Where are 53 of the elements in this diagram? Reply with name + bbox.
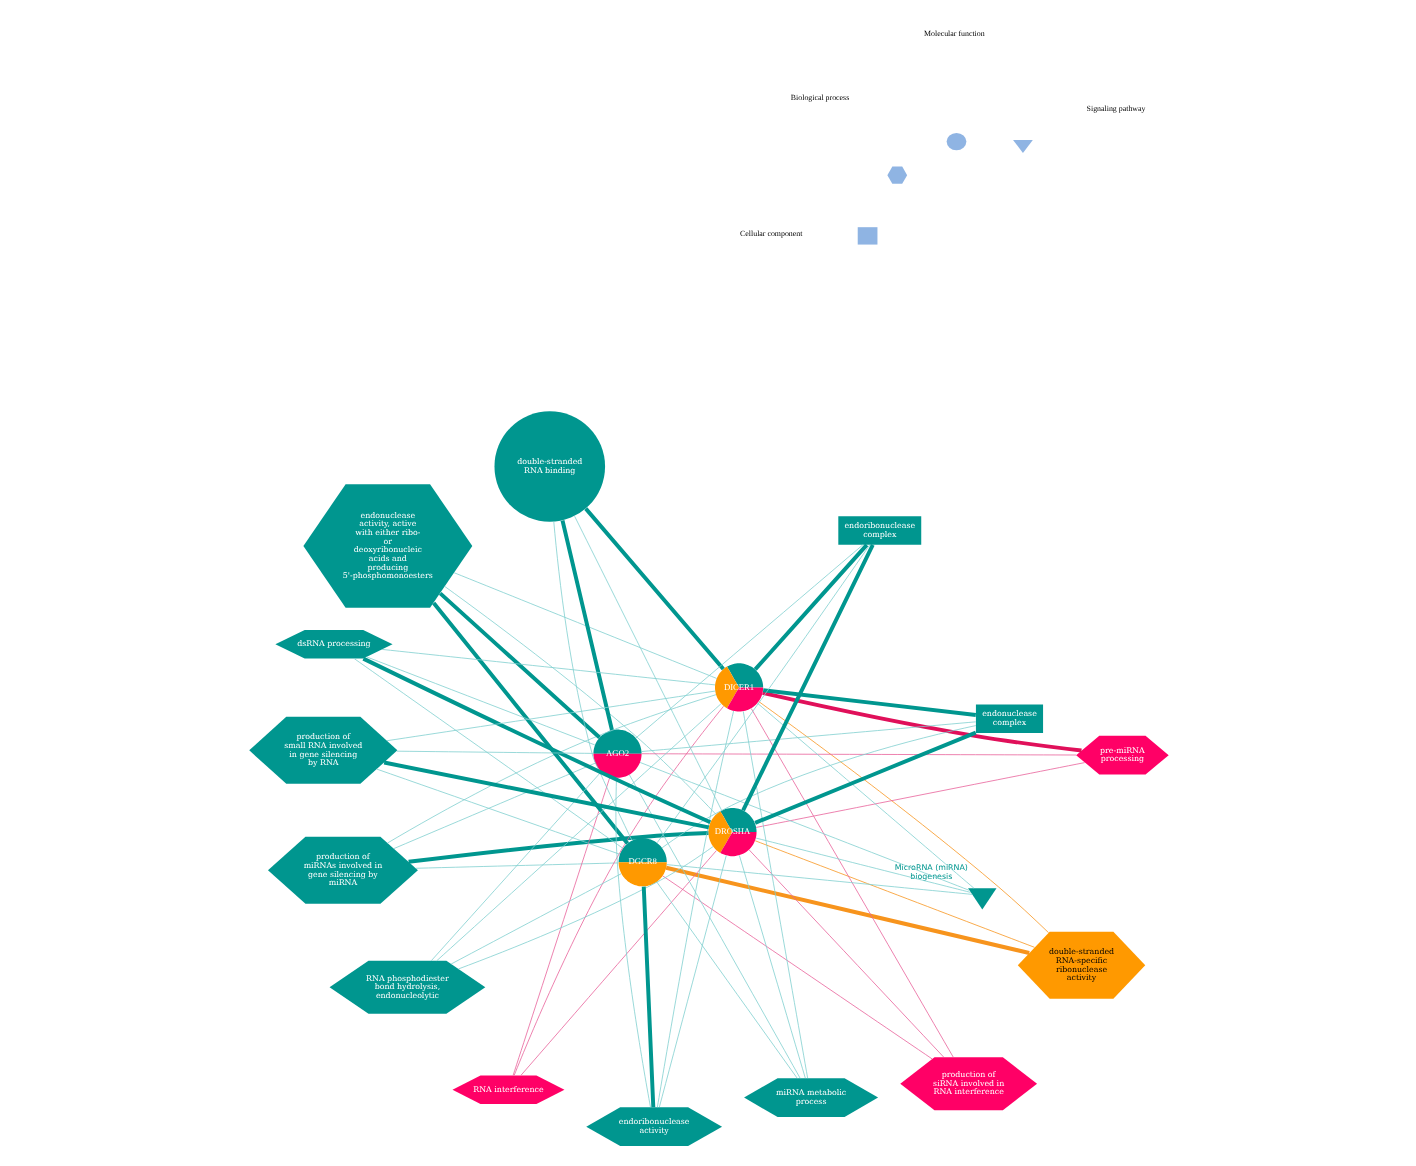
- connector: [749, 708, 953, 1058]
- connector: [386, 694, 716, 844]
- connector: [753, 730, 976, 825]
- connector: [395, 750, 593, 754]
- connector: [365, 656, 595, 746]
- connector: [452, 572, 717, 679]
- connector: [352, 658, 623, 849]
- connector: [756, 702, 974, 889]
- connector: [754, 762, 1085, 828]
- connector: [660, 725, 976, 849]
- connector: [385, 690, 715, 742]
- connector: [573, 515, 722, 811]
- connector: [435, 703, 721, 962]
- connector: [361, 656, 711, 824]
- connector: [614, 777, 650, 1108]
- connector: [375, 768, 620, 855]
- connector: [640, 886, 655, 1108]
- connector: [657, 855, 726, 1108]
- connector: [559, 520, 613, 731]
- connector: [661, 875, 932, 1060]
- connector: [443, 586, 716, 815]
- connector: [512, 705, 723, 1076]
- connector: [740, 543, 874, 812]
- connector: [761, 688, 975, 717]
- connector: [392, 762, 595, 849]
- connector: [449, 873, 621, 965]
- connector: [634, 544, 863, 739]
- connector: [655, 544, 870, 844]
- connector: [752, 543, 868, 671]
- connector: [627, 774, 800, 1079]
- connector: [665, 864, 972, 895]
- connector: [583, 507, 724, 671]
- connector: [437, 591, 600, 739]
- connector: [741, 710, 808, 1079]
- connector: [747, 849, 944, 1058]
- connector: [640, 753, 1076, 756]
- connector: [382, 760, 709, 830]
- connector: [754, 837, 970, 893]
- connector: [431, 601, 629, 845]
- connector: [519, 850, 716, 1076]
- connector: [640, 721, 976, 752]
- connector: [457, 846, 713, 970]
- connector: [638, 762, 969, 891]
- connector: [737, 855, 805, 1079]
- connector: [511, 776, 610, 1076]
- connector: [664, 865, 1029, 955]
- connector: [552, 521, 632, 841]
- connector: [414, 862, 618, 869]
- connector: [761, 690, 1081, 753]
- connector: [380, 649, 715, 686]
- connector: [429, 771, 601, 962]
- connector: [655, 881, 797, 1079]
- connector: [753, 840, 1034, 948]
